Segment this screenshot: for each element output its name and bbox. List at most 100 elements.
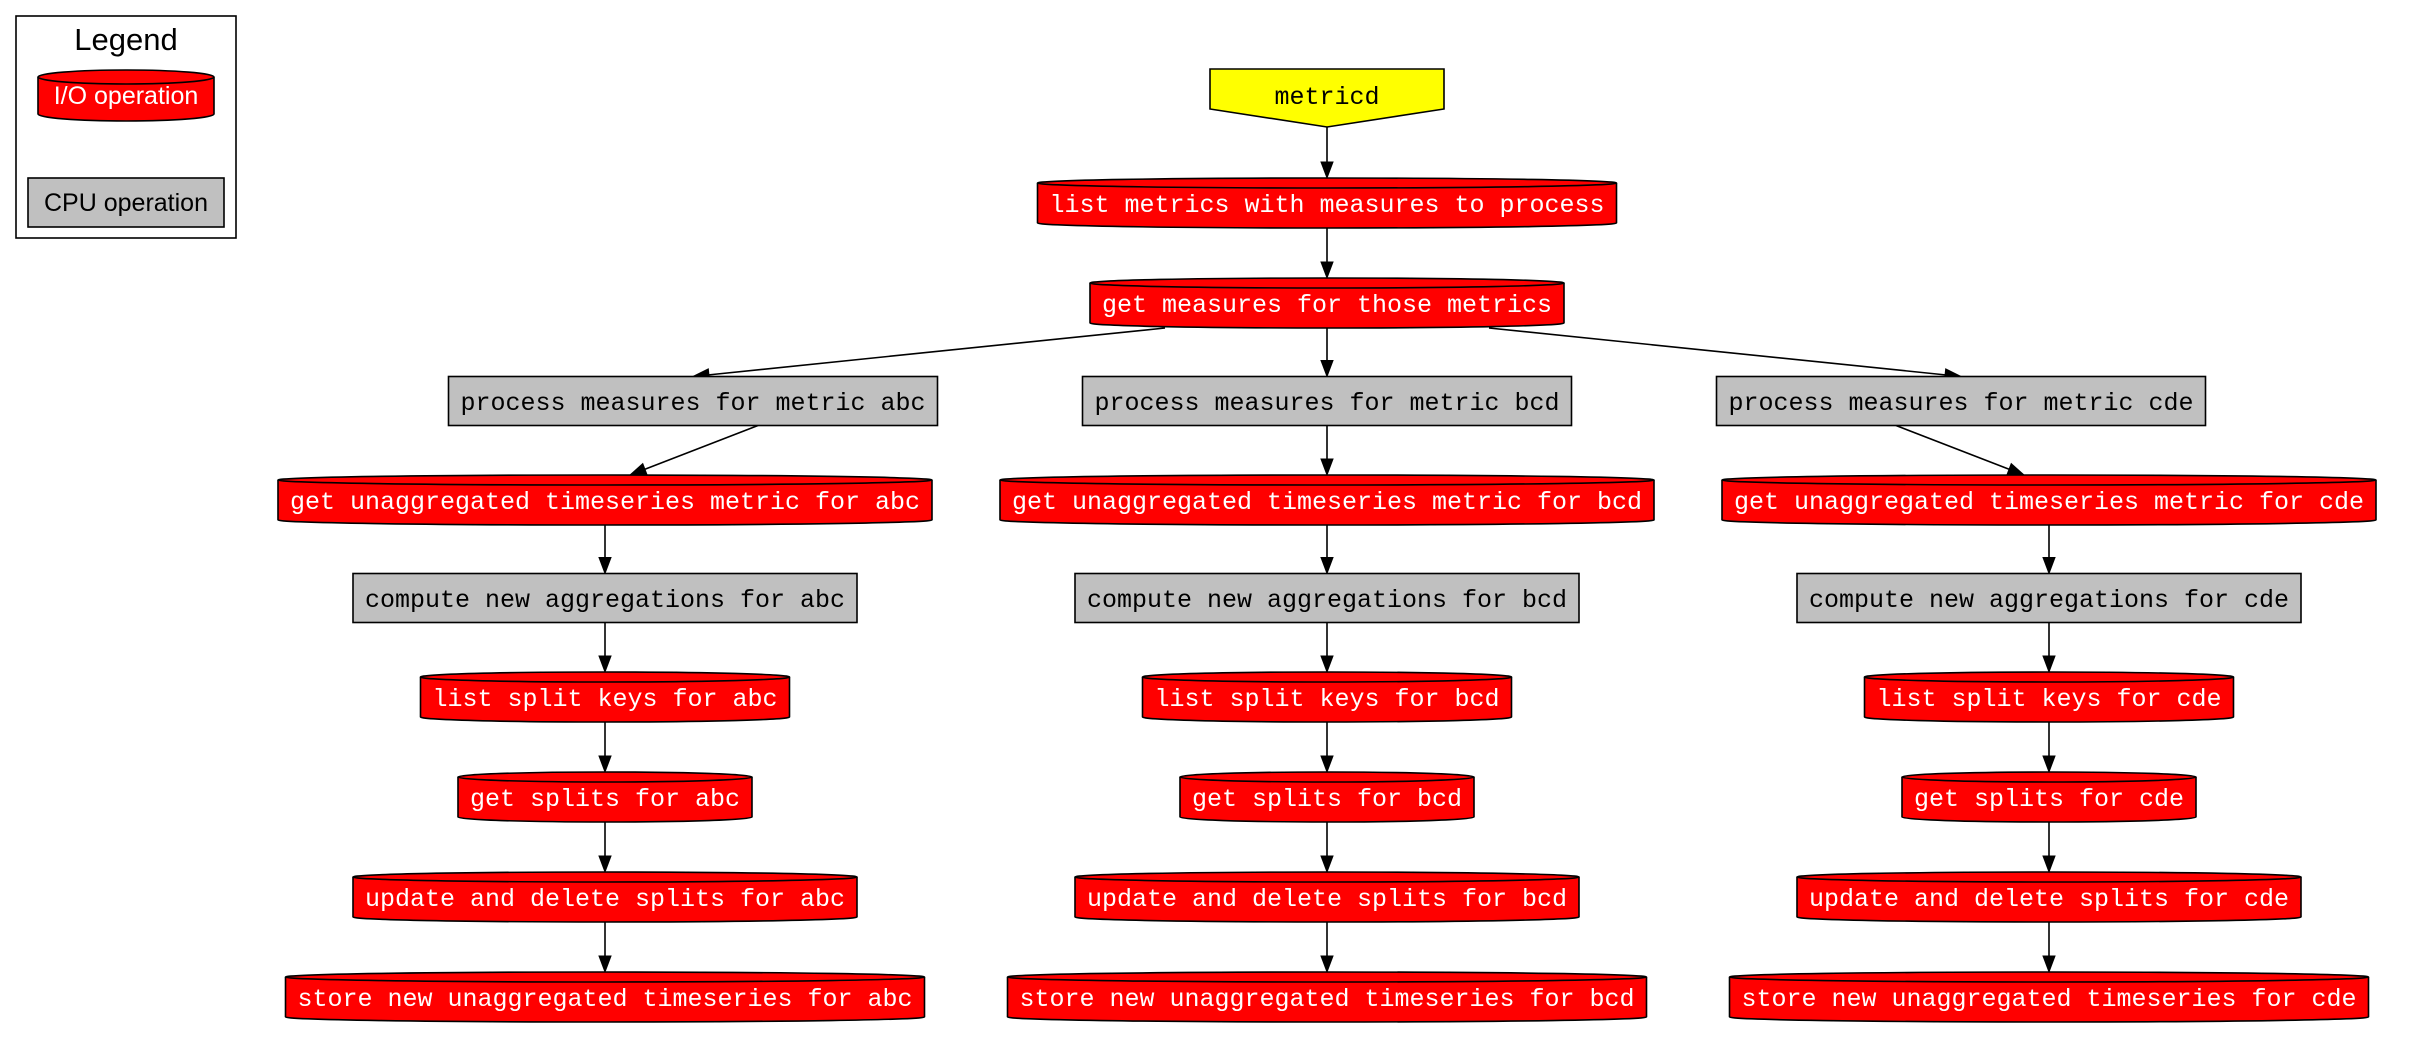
edge-get-measures-to-process-bcd xyxy=(1320,328,1334,378)
node-label: get splits for bcd xyxy=(1192,785,1462,814)
edge-update-cde-to-store-cde xyxy=(2042,922,2056,974)
edge-list-split-abc-to-get-splits-abc xyxy=(598,722,612,774)
arrowhead xyxy=(1320,360,1334,378)
edge-line xyxy=(708,327,1166,376)
legend: Legend I/O operation CPU operation xyxy=(15,15,237,239)
legend-title: Legend xyxy=(74,22,177,57)
node-label: get unaggregated timeseries metric for b… xyxy=(1012,488,1642,517)
node-get-unagg-cde: get unaggregated timeseries metric for c… xyxy=(1721,474,2377,526)
legend-io-swatch: I/O operation xyxy=(37,69,215,122)
start-pentagon xyxy=(1209,68,1445,128)
cpu-box xyxy=(1796,572,2302,624)
io-cylinder-body xyxy=(1728,977,2370,1023)
io-cylinder-top xyxy=(1089,277,1565,289)
edge-get-measures-to-process-cde xyxy=(1488,327,1963,382)
node-label: metricd xyxy=(1274,83,1379,112)
legend-io-cylinder-body xyxy=(37,77,215,122)
arrowhead xyxy=(1320,755,1334,774)
io-cylinder-top xyxy=(1728,971,2370,983)
io-cylinder-body xyxy=(419,677,791,723)
node-label: store new unaggregated timeseries for cd… xyxy=(1741,985,2356,1014)
io-cylinder-body xyxy=(1006,977,1648,1023)
node-label: compute new aggregations for abc xyxy=(365,586,845,615)
io-cylinder-top xyxy=(277,474,933,486)
io-cylinder-body xyxy=(1036,183,1618,229)
nodes-layer: metricd list metrics with measures to pro… xyxy=(277,68,2377,1023)
io-cylinder-body xyxy=(999,480,1655,526)
node-label: update and delete splits for bcd xyxy=(1087,885,1567,914)
node-process-bcd: process measures for metric bcd xyxy=(1081,375,1573,427)
io-cylinder-body xyxy=(1179,777,1475,823)
edge-line xyxy=(644,424,759,470)
arrowhead xyxy=(2042,655,2056,674)
node-update-cde: update and delete splits for cde xyxy=(1796,871,2302,923)
arrowhead xyxy=(1320,261,1334,280)
edges-layer xyxy=(598,127,2056,974)
io-cylinder-body xyxy=(1863,677,2235,723)
arrowhead xyxy=(2042,755,2056,774)
cpu-box xyxy=(1715,375,2207,427)
edge-list-split-cde-to-get-splits-cde xyxy=(2042,722,2056,774)
io-cylinder-top xyxy=(284,971,926,983)
io-cylinder-body xyxy=(1796,877,2302,923)
node-label: get unaggregated timeseries metric for a… xyxy=(290,488,920,517)
io-cylinder-body xyxy=(352,877,858,923)
legend-cpu-box xyxy=(27,177,225,228)
edge-update-bcd-to-store-bcd xyxy=(1320,922,1334,974)
arrowhead xyxy=(2042,557,2056,575)
io-cylinder-top xyxy=(352,871,858,883)
node-metricd: metricd xyxy=(1209,68,1445,128)
node-label: process measures for metric abc xyxy=(460,389,925,418)
edge-process-abc-to-get-unagg-abc xyxy=(628,424,759,476)
node-get-splits-cde: get splits for cde xyxy=(1901,771,2197,823)
node-get-measures: get measures for those metrics xyxy=(1089,277,1565,329)
io-cylinder-body xyxy=(277,480,933,526)
node-store-abc: store new unaggregated timeseries for ab… xyxy=(284,971,926,1023)
edge-compute-abc-to-list-split-abc xyxy=(598,622,612,674)
edge-list-split-bcd-to-get-splits-bcd xyxy=(1320,722,1334,774)
io-cylinder-top xyxy=(1036,177,1618,189)
node-list-split-bcd: list split keys for bcd xyxy=(1141,671,1513,723)
arrowhead xyxy=(1320,161,1334,180)
io-cylinder-top xyxy=(1863,671,2235,683)
node-get-splits-abc: get splits for abc xyxy=(457,771,753,823)
io-cylinder-top xyxy=(1721,474,2377,486)
cpu-box xyxy=(1074,572,1580,624)
node-compute-cde: compute new aggregations for cde xyxy=(1796,572,2302,624)
arrowhead xyxy=(1320,458,1334,477)
node-process-abc: process measures for metric abc xyxy=(447,375,939,427)
node-update-bcd: update and delete splits for bcd xyxy=(1074,871,1580,923)
edge-get-splits-cde-to-update-cde xyxy=(2042,822,2056,874)
arrowhead xyxy=(1320,855,1334,874)
edge-line xyxy=(1488,327,1946,376)
arrowhead xyxy=(2042,955,2056,974)
node-label: get splits for abc xyxy=(470,785,740,814)
node-label: store new unaggregated timeseries for ab… xyxy=(297,985,912,1014)
node-update-abc: update and delete splits for abc xyxy=(352,871,858,923)
edge-list-metrics-to-get-measures xyxy=(1320,228,1334,280)
node-label: process measures for metric bcd xyxy=(1094,389,1559,418)
node-label: list split keys for cde xyxy=(1876,685,2221,714)
cpu-box xyxy=(1081,375,1573,427)
node-label: list metrics with measures to process xyxy=(1049,191,1604,220)
io-cylinder-top xyxy=(1179,771,1475,783)
io-cylinder-top xyxy=(419,671,791,683)
node-label: update and delete splits for abc xyxy=(365,885,845,914)
edge-update-abc-to-store-abc xyxy=(598,922,612,974)
edge-compute-bcd-to-list-split-bcd xyxy=(1320,622,1334,674)
arrowhead xyxy=(598,557,612,575)
node-label: process measures for metric cde xyxy=(1728,389,2193,418)
arrowhead xyxy=(598,655,612,674)
node-get-splits-bcd: get splits for bcd xyxy=(1179,771,1475,823)
node-process-cde: process measures for metric cde xyxy=(1715,375,2207,427)
arrowhead xyxy=(1320,557,1334,575)
edge-process-bcd-to-get-unagg-bcd xyxy=(1320,425,1334,477)
io-cylinder-top xyxy=(1901,771,2197,783)
io-cylinder-body xyxy=(457,777,753,823)
node-label: get unaggregated timeseries metric for c… xyxy=(1734,488,2364,517)
arrowhead xyxy=(628,462,648,476)
node-compute-abc: compute new aggregations for abc xyxy=(352,572,858,624)
legend-io-cylinder-top xyxy=(37,69,215,85)
legend-cpu-label: CPU operation xyxy=(44,189,208,217)
